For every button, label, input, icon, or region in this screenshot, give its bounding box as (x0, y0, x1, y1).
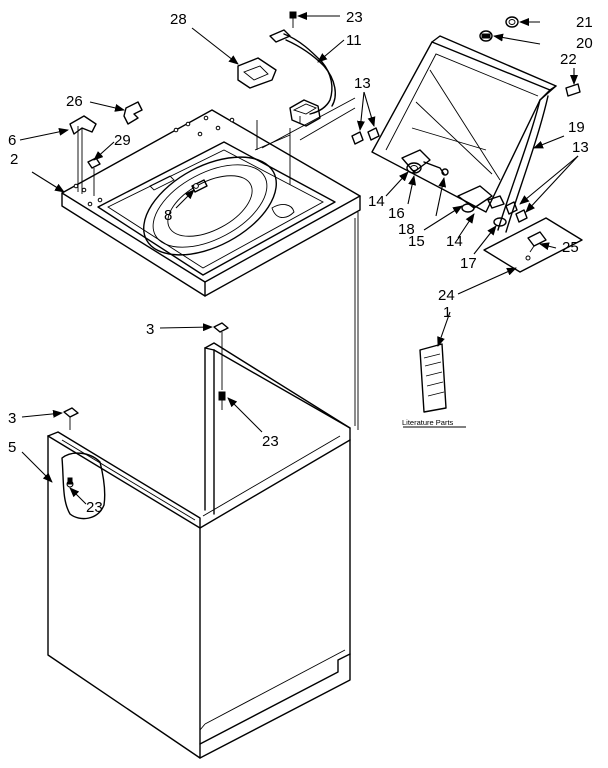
part-6-bracket (69, 115, 97, 194)
callout-29: 29 (114, 132, 131, 149)
callout-3-front: 3 (8, 410, 16, 427)
part-23-screw-top (289, 11, 297, 28)
callout-11: 11 (346, 32, 362, 49)
callout-6: 6 (8, 132, 16, 149)
cabinet-cutaway (61, 452, 106, 520)
part-20-bumper (479, 30, 493, 42)
callout-3-rear: 3 (146, 321, 154, 338)
hinge-hardware-right (457, 185, 507, 227)
part-21-bumper (505, 16, 519, 28)
callout-8: 8 (164, 207, 172, 224)
callout-22: 22 (560, 51, 577, 68)
part-22-screw (565, 83, 581, 97)
callout-15: 15 (408, 233, 425, 250)
part-1-literature: Literature Parts (402, 343, 466, 428)
callout-26: 26 (66, 93, 83, 110)
lid (371, 35, 557, 233)
hinge-hardware-left (401, 149, 449, 176)
part-28-switch-cover (237, 57, 277, 89)
leader-lines (19, 12, 579, 505)
callout-16: 16 (388, 205, 405, 222)
part-3-pad-front (63, 407, 79, 430)
callout-2: 2 (10, 151, 18, 168)
part-24-parts-bag (483, 217, 583, 273)
literature-parts-caption: Literature Parts (402, 418, 454, 427)
callout-24: 24 (438, 287, 455, 304)
callout-23-front: 23 (86, 499, 103, 516)
callout-19: 19 (568, 119, 585, 136)
callout-14-left: 14 (368, 193, 385, 210)
callout-23-rear: 23 (262, 433, 279, 450)
callout-1: 1 (443, 304, 451, 321)
part-13-screws-top (351, 127, 380, 145)
part-23-screw-rear (218, 391, 226, 410)
part-3-pad-rear (213, 322, 229, 390)
callout-13-right: 13 (572, 139, 589, 156)
callout-28: 28 (170, 11, 187, 28)
lid-switch-wiring (254, 29, 336, 185)
callout-5: 5 (8, 439, 16, 456)
part-26-clip (123, 101, 143, 125)
callout-25: 25 (562, 239, 579, 256)
part-8-hinge-pin (191, 179, 208, 193)
callout-21: 21 (576, 14, 593, 31)
part-13-screws-right (505, 201, 528, 223)
callout-numbers: 1 2 3 3 5 6 8 11 13 13 14 14 15 16 17 18… (8, 9, 593, 516)
callout-20: 20 (576, 35, 593, 52)
washer-top-panel (61, 97, 361, 297)
callout-14-right: 14 (446, 233, 463, 250)
callout-13-top: 13 (354, 75, 371, 92)
callout-17: 17 (460, 255, 477, 272)
callout-23-top: 23 (346, 9, 363, 26)
cabinet (47, 212, 359, 759)
callout-18: 18 (398, 221, 415, 238)
